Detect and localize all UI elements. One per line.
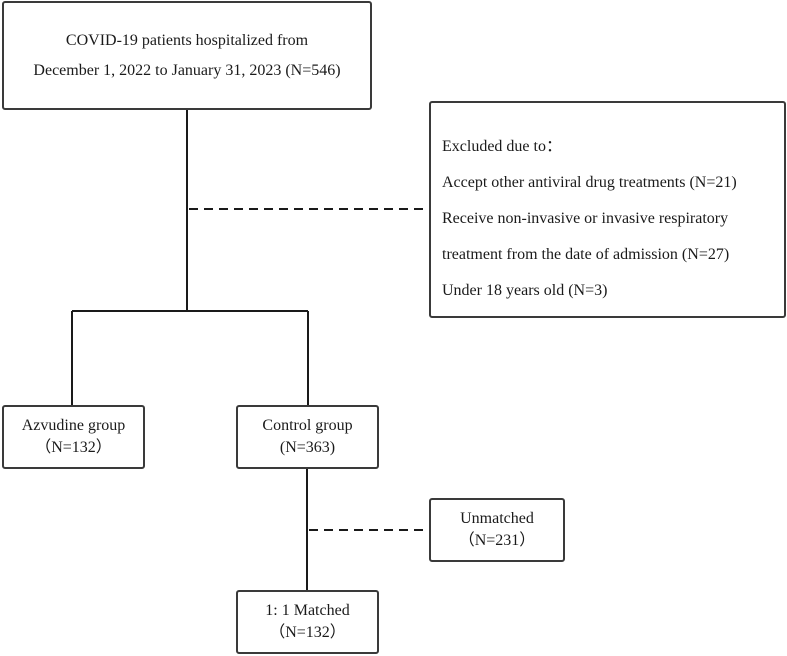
start-population-box: COVID-19 patients hospitalized from Dece… — [2, 1, 372, 110]
exclusion-heading: Excluded due to： — [442, 138, 562, 155]
unmatched-box: Unmatched （N=231） — [429, 498, 565, 562]
matched-count: （N=132） — [269, 624, 346, 641]
control-group-box: Control group (N=363) — [236, 405, 379, 469]
unmatched-count: （N=231） — [458, 532, 536, 549]
unmatched-label: Unmatched — [460, 510, 534, 527]
exclusion-reason: Under 18 years old (N=3) — [442, 282, 608, 299]
azvudine-group-box: Azvudine group （N=132） — [2, 405, 145, 469]
exclusion-criteria-box: Excluded due to： Accept other antiviral … — [429, 101, 786, 318]
exclusion-reason: Accept other antiviral drug treatments (… — [442, 174, 737, 191]
control-group-count: (N=363) — [279, 439, 336, 456]
matched-label: 1: 1 Matched — [265, 602, 350, 619]
start-population-line2: December 1, 2022 to January 31, 2023 (N=… — [33, 61, 341, 79]
start-population-line1: COVID-19 patients hospitalized from — [65, 31, 309, 49]
azvudine-group-label: Azvudine group — [21, 417, 126, 434]
control-group-label: Control group — [262, 417, 353, 434]
azvudine-group-count: （N=132） — [35, 439, 112, 456]
matched-box: 1: 1 Matched （N=132） — [236, 590, 379, 654]
exclusion-reason: treatment from the date of admission (N=… — [442, 246, 730, 263]
exclusion-reason: Receive non-invasive or invasive respira… — [442, 210, 729, 227]
